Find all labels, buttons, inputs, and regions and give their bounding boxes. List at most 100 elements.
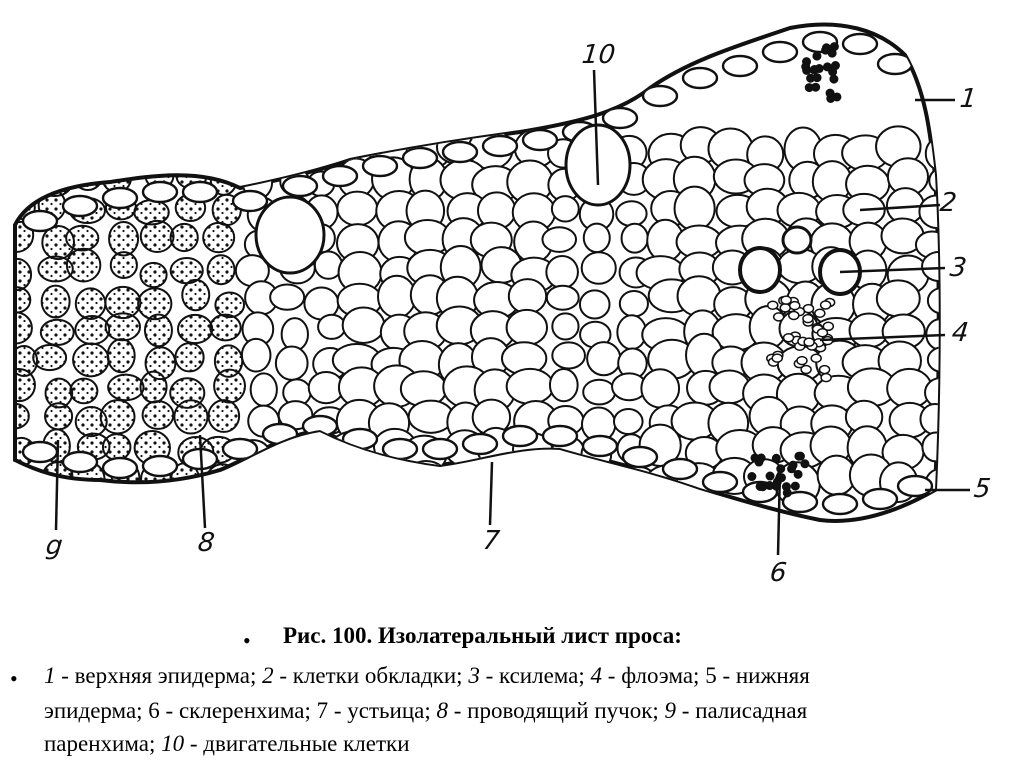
leader-8 — [198, 434, 207, 529]
upper-epidermis-cell — [681, 66, 719, 90]
parenchyma-cell — [169, 222, 199, 253]
leader-2 — [859, 203, 941, 212]
parenchyma-cell — [507, 278, 548, 315]
phloem-cell — [800, 364, 812, 375]
lower-epidermis-cell — [861, 487, 899, 511]
parenchyma-cell — [200, 135, 239, 164]
phloem-cell — [814, 308, 826, 318]
parenchyma-cell — [240, 337, 272, 373]
parenchyma-cell — [15, 286, 32, 314]
phloem-cell — [818, 364, 831, 375]
lower-epidermis-cell — [501, 424, 539, 448]
parenchyma-cell — [207, 399, 241, 433]
parenchyma-cell — [181, 278, 211, 312]
leader-9 — [54, 439, 60, 531]
callout-label-5: 5 — [972, 474, 993, 504]
sclerenchyma-cell — [800, 459, 810, 469]
upper-epidermis-cell — [361, 154, 399, 178]
callout-leader-lines — [54, 69, 970, 556]
parenchyma-cell — [278, 467, 315, 497]
phloem-cell — [780, 295, 792, 305]
parenchyma-cell — [15, 257, 33, 292]
upper-epidermis-cell — [231, 189, 269, 213]
parenchyma-cell — [15, 402, 30, 430]
parenchyma-cell — [548, 367, 579, 403]
parenchyma-cell — [209, 313, 242, 342]
sclerenchyma-cell — [812, 73, 822, 83]
parenchyma-cell — [214, 291, 246, 319]
lower-epidermis-cell — [581, 434, 619, 458]
phloem-cell — [803, 337, 815, 347]
parenchyma-cell — [65, 224, 100, 252]
parenchyma-cell — [921, 250, 939, 283]
parenchyma-cell — [283, 436, 312, 471]
phloem-cell — [789, 300, 801, 311]
parenchyma-cell — [551, 341, 586, 370]
leaf-cross-section-figure: 1 2 3 4 5 6 7 8 g 10 — [13, 22, 993, 588]
parenchyma-cell — [101, 433, 132, 461]
caption-legend-line-1: 1 - верхняя эпидерма; 2 - клетки обкладк… — [44, 663, 810, 688]
parenchyma-cell — [74, 314, 111, 346]
lower-epidermis-cell — [221, 437, 259, 461]
parenchyma-cell — [925, 318, 939, 351]
parenchyma-cell — [15, 136, 35, 165]
callout-label-2: 2 — [938, 188, 959, 218]
parenchyma-cell — [39, 318, 75, 347]
sclerenchyma-cell — [812, 51, 822, 61]
upper-epidermis-cell — [321, 164, 359, 188]
leader-10 — [592, 69, 600, 186]
caption-title: Рис. 100. Изолатеральный лист проса: — [283, 623, 682, 648]
sclerenchyma-cell — [829, 74, 839, 84]
callout-label-8: 8 — [196, 528, 217, 558]
phloem-cell — [820, 372, 832, 383]
upper-epidermis-cell — [721, 54, 759, 78]
leaf-cross-section-drawing — [13, 22, 970, 556]
upper-epidermis-cell — [181, 180, 219, 204]
parenchyma-cell — [32, 344, 68, 372]
upper-epidermis-cell — [441, 140, 479, 164]
parenchyma-cell — [74, 287, 107, 321]
parenchyma-cell — [107, 131, 141, 160]
parenchyma-cell — [202, 221, 236, 254]
parenchyma-cell — [612, 407, 644, 436]
parenchyma-cell — [143, 313, 173, 348]
lower-epidermis-cell — [661, 457, 699, 481]
upper-epidermis-cell — [141, 180, 179, 204]
caption-legend-line-2: эпидерма; 6 - склеренхима; 7 - устьица; … — [44, 698, 808, 723]
upper-epidermis-cell — [761, 40, 799, 64]
parenchyma-cell — [578, 289, 611, 320]
sclerenchyma-cell — [793, 469, 803, 479]
parenchyma-cell — [620, 222, 649, 254]
parenchyma-cell — [547, 463, 581, 493]
sclerenchyma-cell — [788, 460, 798, 470]
sclerenchyma-cell — [811, 82, 821, 92]
parenchyma-cell — [618, 290, 649, 318]
callout-label-3: 3 — [948, 253, 969, 283]
sclerenchyma-cell — [765, 471, 775, 481]
lower-epidermis-cell — [61, 450, 99, 474]
sclerenchyma-cell — [810, 65, 820, 75]
sclerenchyma-cell — [828, 67, 838, 77]
parenchyma-cell — [65, 247, 102, 283]
parenchyma-cell — [926, 286, 939, 315]
sclerenchyma-cell — [750, 453, 760, 463]
upper-epidermis-cell — [281, 174, 319, 198]
parenchyma-cell — [317, 313, 347, 340]
phloem-cell — [771, 353, 783, 363]
parenchyma-cell — [503, 460, 548, 499]
parenchyma-cell — [104, 312, 141, 342]
sclerenchyma-cell — [794, 451, 804, 461]
xylem-vessel — [738, 246, 782, 294]
parenchyma-cell — [69, 377, 99, 405]
upper-epidermis-cell — [481, 134, 519, 158]
parenchyma-cell — [139, 370, 168, 404]
parenchyma-cell — [15, 368, 36, 403]
upper-epidermis-cell — [841, 32, 879, 56]
parenchyma-cell — [99, 399, 136, 435]
parenchyma-cell — [579, 467, 609, 500]
leader-3 — [839, 266, 946, 274]
lower-epidermis-cell — [821, 492, 859, 516]
sclerenchyma-cell — [832, 92, 842, 102]
parenchyma-cell — [311, 131, 342, 166]
parenchyma-cell — [239, 136, 275, 165]
